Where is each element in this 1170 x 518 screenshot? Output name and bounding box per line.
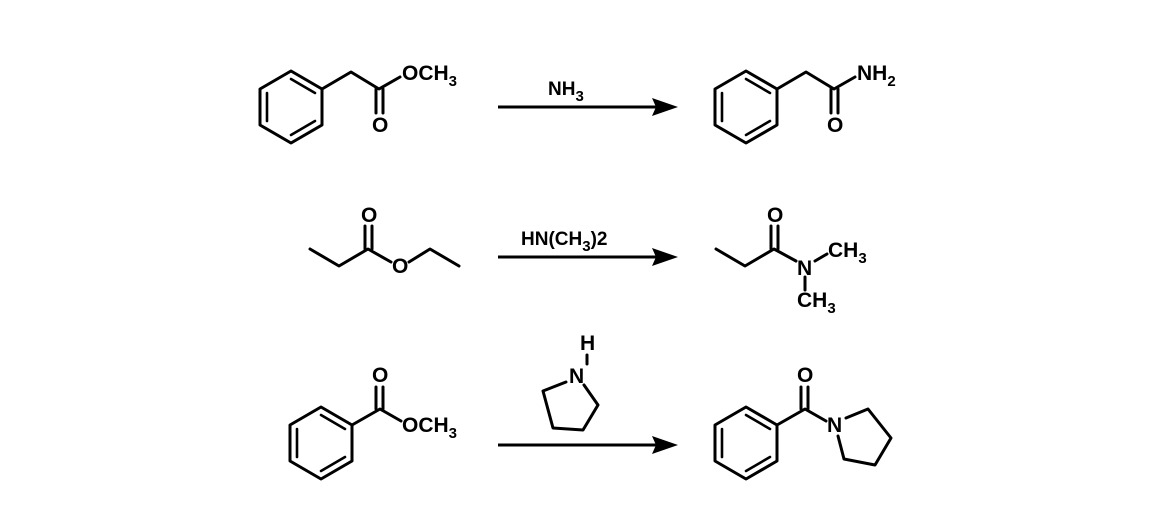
n-methyl-bond	[813, 252, 829, 263]
oxygen-label: O	[372, 114, 388, 137]
side-chain	[320, 70, 402, 91]
reaction-1: OCH3 O NH3 NH2 O	[258, 62, 896, 145]
nitrogen-label: N	[797, 257, 812, 280]
methoxy-label: OCH3	[402, 414, 457, 442]
amine-label: NH2	[857, 62, 896, 90]
pyrrolidine-nitrogen-label: N	[569, 365, 584, 388]
ring-double-bond	[319, 455, 347, 473]
benzene-ring	[288, 405, 354, 481]
carbonyl-oxygen-label: O	[797, 364, 813, 387]
product-3-benzoyl-pyrrolidine: O N	[713, 364, 893, 481]
ring-double-bond	[289, 77, 317, 95]
methoxy-label: OCH3	[402, 62, 457, 90]
benzene-ring	[713, 69, 779, 145]
reagent-pyrrolidine: H N	[541, 332, 600, 432]
reactant-1-methyl-phenylacetate: OCH3 O	[258, 62, 457, 145]
ring-double-bond	[319, 413, 347, 431]
amide-nitrogen-label: N	[827, 414, 842, 437]
carbonyl-oxygen-label: O	[361, 204, 377, 227]
benzene-ring	[258, 69, 324, 145]
ester-chain	[350, 407, 403, 427]
oxygen-label: O	[827, 114, 843, 137]
reaction-arrow-1: NH3	[498, 79, 678, 116]
reaction-3: O OCH3 H N O N	[288, 332, 893, 481]
pyrrolidine-ring	[541, 380, 600, 432]
reactant-2-ethyl-propanoate: O O	[308, 204, 461, 278]
benzene-ring	[713, 405, 779, 481]
nh-hydrogen-label: H	[580, 332, 595, 355]
reagent-ammonia: NH3	[548, 79, 584, 105]
pyrrolidine-ring	[836, 407, 893, 467]
reaction-arrow-3	[498, 436, 678, 454]
side-chain	[775, 70, 857, 91]
ester-oxygen-label: O	[392, 255, 408, 278]
reactant-3-methyl-benzoate: O OCH3	[288, 364, 457, 481]
reaction-2: O O HN(CH3)2 O N CH3 CH3	[308, 204, 867, 317]
ring-double-bond	[744, 119, 772, 137]
carbonyl-oxygen-label: O	[767, 204, 783, 227]
ring-double-bond	[744, 455, 772, 473]
methyl-label-bottom: CH3	[797, 289, 836, 317]
acyl-chain	[308, 247, 393, 268]
arrow-head	[652, 248, 678, 266]
product-1-phenylacetamide: NH2 O	[713, 62, 896, 145]
methyl-label-right: CH3	[828, 239, 867, 267]
amide-chain	[775, 407, 828, 427]
ring-double-bond	[744, 77, 772, 95]
arrow-head	[652, 436, 678, 454]
reaction-arrow-2: HN(CH3)2	[498, 229, 678, 266]
arrow-head	[652, 98, 678, 116]
ring-double-bond	[744, 413, 772, 431]
carbonyl-oxygen-label: O	[372, 364, 388, 387]
product-2-dimethylpropanamide: O N CH3 CH3	[714, 204, 867, 317]
reagent-dimethylamine: HN(CH3)2	[521, 229, 607, 255]
ethoxy-chain	[407, 247, 461, 268]
acyl-chain	[714, 247, 798, 268]
ring-double-bond	[289, 119, 317, 137]
